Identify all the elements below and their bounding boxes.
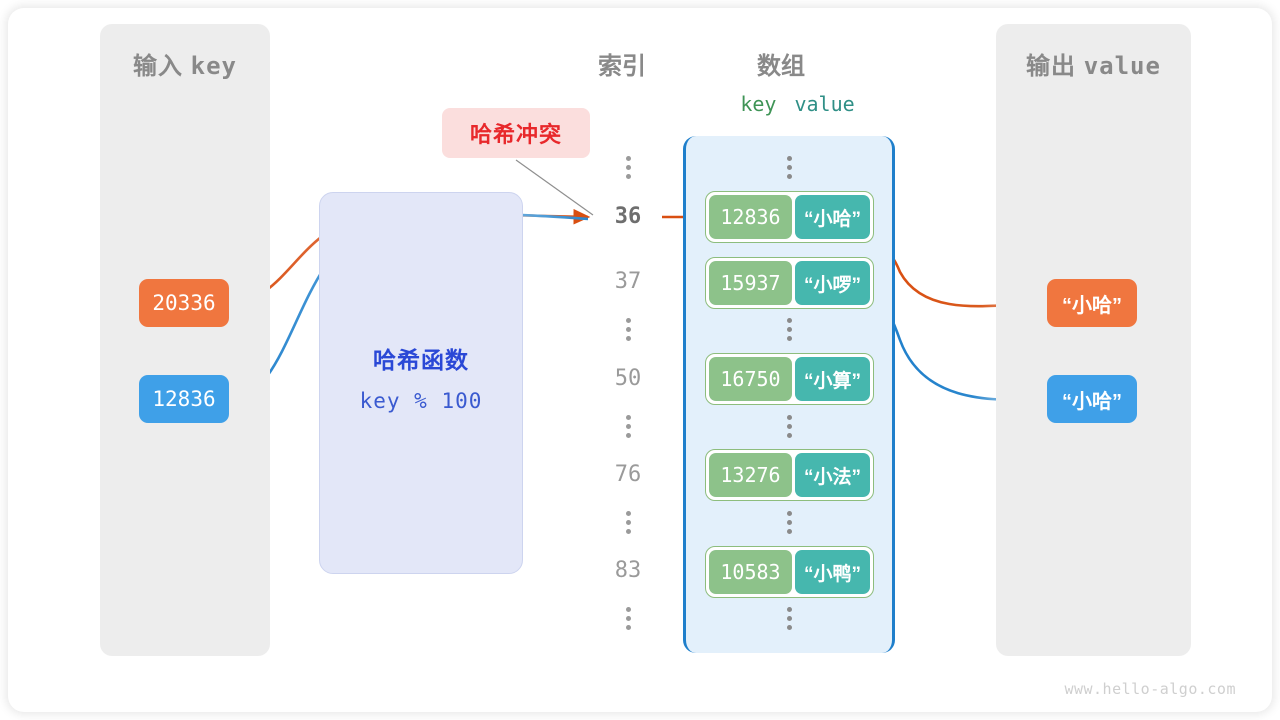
index-dots-bottom bbox=[598, 607, 658, 635]
hash-collision-label: 哈希冲突 bbox=[469, 122, 562, 147]
array-dots-top bbox=[683, 156, 895, 184]
index-dots-2 bbox=[598, 318, 658, 346]
array-bucket-76[interactable]: 13276 “小法” bbox=[705, 449, 874, 501]
input-key-20336-label: 20336 bbox=[152, 291, 216, 315]
array-dots-2 bbox=[683, 318, 895, 346]
collision-leader-line bbox=[515, 159, 594, 216]
bucket-50-key: 16750 bbox=[709, 357, 792, 401]
index-dots-4 bbox=[598, 511, 658, 539]
hash-function-formula: key % 100 bbox=[359, 389, 483, 413]
input-panel-title: 输入 key bbox=[100, 46, 270, 81]
input-key-20336[interactable]: 20336 bbox=[139, 279, 229, 327]
index-column-header: 索引 bbox=[598, 53, 646, 80]
output-panel-title-mono: value bbox=[1083, 52, 1161, 80]
key-value-header: key value bbox=[700, 92, 895, 116]
array-bucket-83[interactable]: 10583 “小鸭” bbox=[705, 546, 874, 598]
bucket-76-value: “小法” bbox=[795, 453, 870, 497]
bucket-36-key: 12836 bbox=[709, 195, 792, 239]
bucket-83-key: 10583 bbox=[709, 550, 792, 594]
bucket-36-value: “小哈” bbox=[795, 195, 870, 239]
value-column-label: value bbox=[794, 92, 855, 116]
array-dots-bottom bbox=[683, 607, 895, 635]
bucket-83-value: “小鸭” bbox=[795, 550, 870, 594]
input-panel-title-mono: key bbox=[190, 52, 238, 80]
array-bucket-50[interactable]: 16750 “小算” bbox=[705, 353, 874, 405]
output-value-orange[interactable]: “小哈” bbox=[1047, 279, 1137, 327]
input-key-panel: 输入 key bbox=[100, 24, 270, 656]
output-value-panel: 输出 value bbox=[996, 24, 1191, 656]
index-label-50: 50 bbox=[614, 366, 642, 391]
input-key-12836-label: 12836 bbox=[152, 387, 216, 411]
index-label-36: 36 bbox=[614, 204, 642, 229]
array-dots-4 bbox=[683, 511, 895, 539]
hash-function-box: 哈希函数 key % 100 bbox=[319, 192, 523, 574]
array-bucket-36[interactable]: 12836 “小哈” bbox=[705, 191, 874, 243]
key-column-label: key bbox=[740, 92, 777, 116]
input-key-12836[interactable]: 12836 bbox=[139, 375, 229, 423]
output-panel-title-cn: 输出 bbox=[1026, 53, 1077, 80]
input-panel-title-cn: 输入 bbox=[132, 53, 183, 80]
array-bucket-37[interactable]: 15937 “小啰” bbox=[705, 257, 874, 309]
index-label-37: 37 bbox=[614, 269, 642, 294]
index-dots-3 bbox=[598, 415, 658, 443]
hash-function-title: 哈希函数 bbox=[373, 347, 469, 373]
bucket-37-key: 15937 bbox=[709, 261, 792, 305]
output-value-orange-label: “小哈” bbox=[1062, 294, 1122, 317]
watermark: www.hello-algo.com bbox=[1064, 680, 1236, 698]
index-label-83: 83 bbox=[614, 558, 642, 583]
bucket-76-key: 13276 bbox=[709, 453, 792, 497]
hash-collision-badge: 哈希冲突 bbox=[442, 108, 590, 158]
output-panel-title: 输出 value bbox=[996, 46, 1191, 81]
array-dots-3 bbox=[683, 415, 895, 443]
output-value-blue[interactable]: “小哈” bbox=[1047, 375, 1137, 423]
index-dots-top bbox=[598, 156, 658, 184]
array-column-header: 数组 bbox=[757, 53, 805, 80]
bucket-37-value: “小啰” bbox=[795, 261, 870, 305]
index-label-76: 76 bbox=[614, 462, 642, 487]
output-value-blue-label: “小哈” bbox=[1062, 390, 1122, 413]
bucket-50-value: “小算” bbox=[795, 357, 870, 401]
